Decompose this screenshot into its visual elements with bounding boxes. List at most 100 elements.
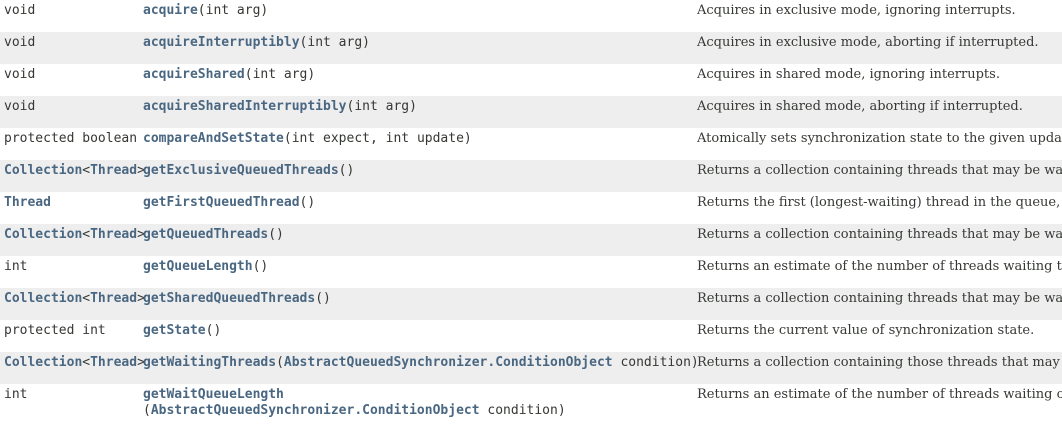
method-text: () (252, 259, 269, 274)
modifier-type-cell: void (0, 64, 139, 96)
method-cell: acquireInterruptibly(int arg) (139, 32, 693, 64)
signature-line-2: (AbstractQueuedSynchronizer.ConditionObj… (143, 403, 690, 419)
method-cell: getExclusiveQueuedThreads() (139, 160, 693, 192)
type-link[interactable]: Thread (90, 291, 138, 306)
type-link[interactable]: Collection (4, 355, 83, 370)
description-cell: Acquires in shared mode, ignoring interr… (693, 64, 1062, 96)
description-cell: Acquires in shared mode, aborting if int… (693, 96, 1062, 128)
method-text: () (338, 163, 355, 178)
type-link[interactable]: Collection (4, 163, 83, 178)
modifier-type-cell: Collection<Thread> (0, 352, 145, 384)
type-text: void (4, 35, 36, 50)
type-text: protected int (4, 323, 106, 338)
type-text: > (137, 291, 145, 306)
signature-line-1: getExclusiveQueuedThreads() (143, 163, 690, 179)
signature-line-1: getQueuedThreads() (143, 227, 690, 243)
modifier-type-cell: protected int (0, 320, 139, 352)
method-link[interactable]: acquireShared (143, 67, 245, 82)
method-link[interactable]: getState (143, 323, 206, 338)
method-link[interactable]: getQueuedThreads (143, 227, 269, 242)
signature-line-1: acquire(int arg) (143, 3, 690, 19)
modifier-type-cell: protected boolean (0, 128, 139, 160)
method-link[interactable]: getSharedQueuedThreads (143, 291, 316, 306)
type-text: > (137, 163, 145, 178)
method-link[interactable]: acquireInterruptibly (143, 35, 300, 50)
signature-line-1: getState() (143, 323, 690, 339)
method_line2-link[interactable]: AbstractQueuedSynchronizer.ConditionObje… (150, 403, 480, 418)
method-link[interactable]: getFirstQueuedThread (143, 195, 300, 210)
table-row: int getQueueLength() Returns an estimate… (0, 256, 1062, 288)
table-row: Collection<Thread> getQueuedThreads() Re… (0, 224, 1062, 256)
table-row: Thread getFirstQueuedThread() Returns th… (0, 192, 1062, 224)
modifier-type-cell: void (0, 96, 139, 128)
signature-line-1: getSharedQueuedThreads() (143, 291, 690, 307)
method-text: (int arg) (197, 3, 269, 18)
method-link[interactable]: compareAndSetState (143, 131, 284, 146)
type-text: void (4, 3, 36, 18)
method-text: (int expect, int update) (283, 131, 472, 146)
method-link[interactable]: AbstractQueuedSynchronizer.ConditionObje… (283, 355, 613, 370)
method-link[interactable]: acquireSharedInterruptibly (143, 99, 347, 114)
description-text: Acquires in shared mode, ignoring interr… (697, 67, 1000, 82)
table-row: void acquire(int arg) Acquires in exclus… (0, 0, 1062, 32)
method-link[interactable]: getQueueLength (143, 259, 253, 274)
description-text: Returns a collection containing threads … (697, 163, 1062, 178)
description-text: Returns a collection containing threads … (697, 291, 1062, 306)
description-text: Returns a collection containing threads … (697, 227, 1062, 242)
type-link[interactable]: Thread (90, 227, 138, 242)
type-text: int (4, 259, 28, 274)
method-cell: acquireShared(int arg) (139, 64, 693, 96)
method-cell: getWaitingThreads(AbstractQueuedSynchron… (139, 352, 699, 384)
modifier-type-cell: void (0, 32, 139, 64)
method-link[interactable]: getExclusiveQueuedThreads (143, 163, 339, 178)
description-text: Returns an estimate of the number of thr… (697, 259, 1062, 274)
description-text: Acquires in shared mode, aborting if int… (697, 99, 1023, 114)
description-cell: Returns an estimate of the number of thr… (693, 256, 1062, 288)
type-text: int (4, 387, 28, 402)
table-row: void acquireSharedInterruptibly(int arg)… (0, 96, 1062, 128)
description-text: Acquires in exclusive mode, aborting if … (697, 35, 1039, 50)
table-row: protected boolean compareAndSetState(int… (0, 128, 1062, 160)
modifier-type-cell: int (0, 384, 139, 422)
description-cell: Returns the first (longest-waiting) thre… (693, 192, 1062, 224)
method-cell: getQueuedThreads() (139, 224, 693, 256)
method-text: ( (276, 355, 284, 370)
method-text: () (268, 227, 284, 242)
type-text: > (137, 355, 145, 370)
modifier-type-cell: void (0, 0, 139, 32)
type-link[interactable]: Thread (90, 355, 138, 370)
signature-line-1: getQueueLength() (143, 259, 690, 275)
description-cell: Returns a collection containing threads … (693, 224, 1062, 256)
description-text: Returns the first (longest-waiting) thre… (697, 195, 1062, 210)
method-cell: getSharedQueuedThreads() (139, 288, 693, 320)
method-cell: acquireSharedInterruptibly(int arg) (139, 96, 693, 128)
type-link[interactable]: Thread (90, 163, 138, 178)
description-cell: Returns an estimate of the number of thr… (693, 384, 1062, 422)
signature-line-1: getWaitingThreads(AbstractQueuedSynchron… (143, 355, 699, 371)
method-link[interactable]: getWaitQueueLength (143, 387, 284, 402)
description-cell: Returns a collection containing threads … (693, 288, 1062, 320)
description-cell: Acquires in exclusive mode, ignoring int… (693, 0, 1062, 32)
method-link[interactable]: getWaitingThreads (143, 355, 277, 370)
signature-line-1: acquireInterruptibly(int arg) (143, 35, 690, 51)
type-text: > (137, 227, 145, 242)
method-cell: getQueueLength() (139, 256, 693, 288)
description-cell: Returns a collection containing those th… (693, 352, 1062, 384)
method-link[interactable]: acquire (143, 3, 198, 18)
signature-line-1: getWaitQueueLength (143, 387, 690, 403)
modifier-type-cell: Collection<Thread> (0, 288, 145, 320)
table-row: Collection<Thread> getSharedQueuedThread… (0, 288, 1062, 320)
signature-line-1: acquireSharedInterruptibly(int arg) (143, 99, 690, 115)
type-link[interactable]: Thread (4, 195, 51, 210)
method_line2-text: ( (143, 403, 151, 418)
type-link[interactable]: Collection (4, 227, 83, 242)
signature-line-1: acquireShared(int arg) (143, 67, 690, 83)
type-text: void (4, 67, 36, 82)
method-cell: compareAndSetState(int expect, int updat… (139, 128, 693, 160)
modifier-type-cell: Collection<Thread> (0, 224, 145, 256)
type-link[interactable]: Collection (4, 291, 83, 306)
modifier-type-cell: Thread (0, 192, 139, 224)
table-row: void acquireShared(int arg) Acquires in … (0, 64, 1062, 96)
